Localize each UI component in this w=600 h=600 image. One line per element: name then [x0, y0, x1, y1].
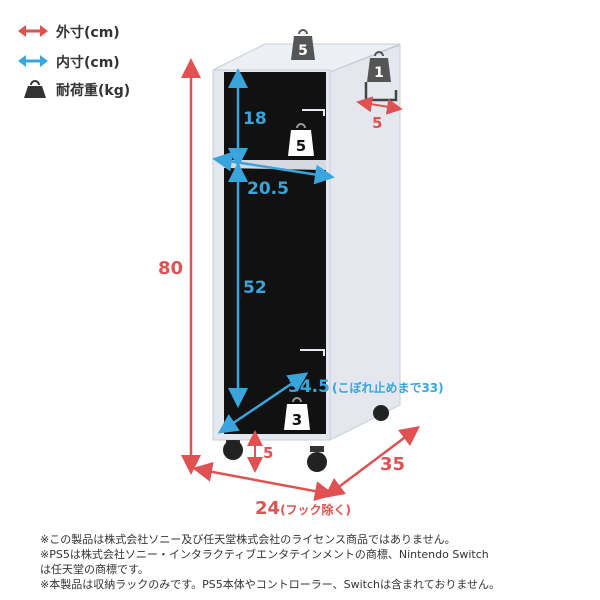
- caster-value: 5: [263, 444, 273, 462]
- legend-outer-label: 外寸(cm): [56, 25, 120, 41]
- width-note: (フック除く): [280, 502, 351, 517]
- load-top-value: 5: [298, 43, 308, 59]
- weight-icon-top: 5: [291, 29, 315, 60]
- bottom-hook: [300, 349, 325, 356]
- lower-inner-height-value: 52: [243, 278, 267, 298]
- inner-depth-value: 34.5(こぼれ止めまで33): [288, 377, 444, 397]
- hook-gap-value: 5: [372, 114, 382, 132]
- width-arrow: [192, 462, 335, 501]
- note-line-3: は任天堂の商標です。: [40, 563, 149, 576]
- depth-value: 35: [380, 454, 405, 475]
- inner-width-value: 20.5: [247, 179, 289, 199]
- legend-inner-label: 内寸(cm): [56, 55, 120, 71]
- weight-icon-shelf: 5: [288, 123, 314, 156]
- legend-load-label: 耐荷重(kg): [56, 83, 131, 99]
- height-value: 80: [158, 258, 183, 279]
- weight-icon-hook: 1: [367, 51, 391, 82]
- inner-depth-arrow: [217, 372, 309, 434]
- note-line-4: ※本製品は収納ラックのみです。PS5本体やコントローラー、Switchは含まれて…: [40, 578, 500, 591]
- width-number: 24: [255, 498, 280, 519]
- caster-front-left: [223, 440, 243, 460]
- width-value: 24(フック除く): [255, 498, 351, 519]
- note-line-2: ※PS5は株式会社ソニー・インタラクティブエンタテインメントの商標、Ninten…: [40, 548, 489, 561]
- caster-front-right: [307, 446, 327, 472]
- hook-gap-arrow: [356, 96, 403, 115]
- double-arrow-icon: [18, 25, 48, 37]
- depth-arrow: [324, 426, 420, 498]
- load-hook-value: 1: [374, 65, 384, 81]
- shelf-hook: [302, 109, 325, 116]
- caster-back-right: [373, 405, 389, 421]
- upper-inner-height-value: 18: [243, 109, 267, 129]
- note-line-1: ※この製品は株式会社ソニー及び任天堂株式会社のライセンス商品ではありません。: [40, 533, 456, 546]
- inner-depth-note: (こぼれ止めまで33): [332, 380, 444, 395]
- inner-depth-number: 34.5: [288, 377, 330, 397]
- weight-icon-bottom: 3: [284, 397, 310, 430]
- double-arrow-icon: [18, 55, 48, 67]
- load-shelf-value: 5: [296, 137, 306, 155]
- load-bottom-value: 3: [292, 411, 302, 429]
- weight-icon: [24, 80, 46, 98]
